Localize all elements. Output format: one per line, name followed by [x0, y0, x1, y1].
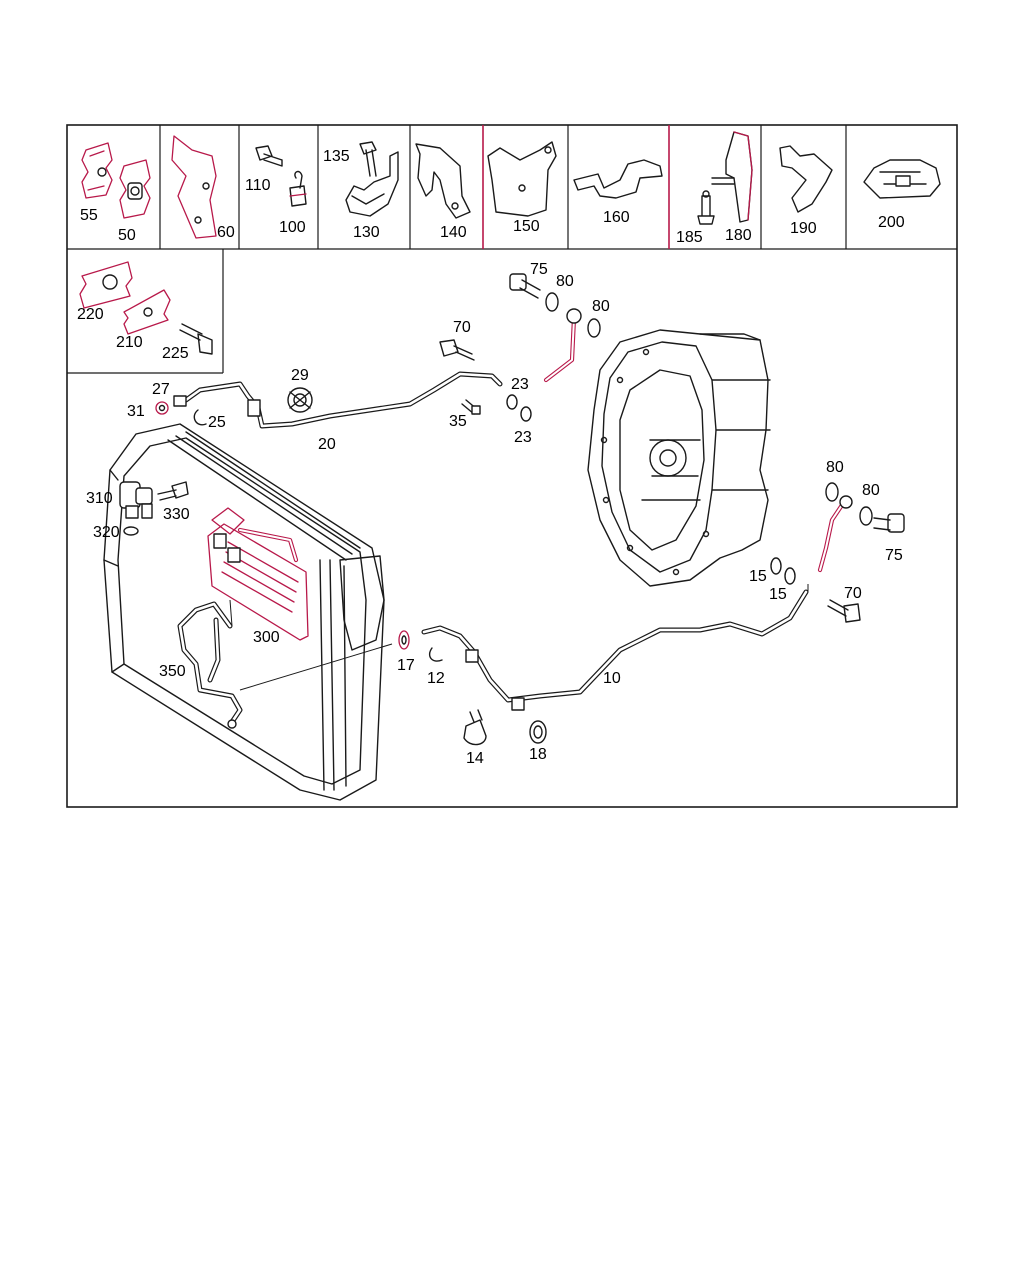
- right-return-pipe: [817, 495, 853, 573]
- part-80-seal-upper-b: [587, 318, 601, 338]
- label-23-b: 23: [514, 429, 532, 446]
- part-190-bracket: [779, 145, 833, 213]
- label-70-upper: 70: [453, 319, 471, 336]
- label-225: 225: [162, 345, 189, 362]
- label-25: 25: [208, 414, 226, 431]
- label-140: 140: [440, 224, 467, 241]
- label-330: 330: [163, 506, 190, 523]
- label-110: 110: [245, 177, 271, 194]
- part-320-seal: [123, 526, 139, 536]
- part-80-seal-upper-a: [545, 292, 559, 312]
- transmission-housing: [587, 329, 771, 587]
- label-80-upper-a: 80: [556, 273, 574, 290]
- label-55: 55: [80, 207, 98, 224]
- part-70-bolt-right: [827, 599, 861, 623]
- label-10: 10: [603, 670, 621, 687]
- part-27-fitting: [173, 395, 187, 407]
- label-14: 14: [466, 750, 484, 767]
- part-225-bolt: [179, 323, 213, 355]
- label-70-right: 70: [844, 585, 862, 602]
- label-210: 210: [116, 334, 143, 351]
- part-35-bolt: [461, 399, 481, 415]
- part-20-pipe: [183, 371, 503, 429]
- label-80-right-a: 80: [826, 459, 844, 476]
- label-150: 150: [513, 218, 540, 235]
- part-150-bracket: [487, 141, 557, 217]
- part-17-seal: [398, 630, 410, 650]
- part-300-oil-cooler: [207, 507, 309, 641]
- label-320: 320: [93, 524, 120, 541]
- radiator: [103, 423, 385, 801]
- label-160: 160: [603, 209, 630, 226]
- part-50-clamp: [119, 159, 151, 219]
- part-55-clamp: [81, 142, 113, 199]
- label-12: 12: [427, 670, 445, 687]
- label-17: 17: [397, 657, 415, 674]
- label-130: 130: [353, 224, 380, 241]
- label-27: 27: [152, 381, 170, 398]
- part-75-banjo-bolt-upper: [509, 273, 541, 299]
- part-100-clip: [289, 170, 307, 207]
- label-20: 20: [318, 436, 336, 453]
- part-180-bracket: [711, 131, 753, 223]
- part-200-mount: [863, 159, 941, 199]
- part-10-pipe: [421, 589, 809, 711]
- label-29: 29: [291, 367, 309, 384]
- part-80-seal-right-b: [859, 506, 873, 526]
- part-18-grommet: [529, 720, 547, 744]
- part-135-bolt: [359, 141, 377, 177]
- label-50: 50: [118, 227, 136, 244]
- label-350: 350: [159, 663, 186, 680]
- label-220: 220: [77, 306, 104, 323]
- label-80-right-b: 80: [862, 482, 880, 499]
- label-15-a: 15: [749, 568, 767, 585]
- part-330-bolt: [157, 481, 189, 501]
- part-110-bolt: [255, 145, 283, 167]
- part-210-clamp: [123, 289, 171, 335]
- part-31-seal: [155, 401, 169, 415]
- label-100: 100: [279, 219, 306, 236]
- diagram-frame: [66, 124, 958, 808]
- label-135: 135: [323, 148, 350, 165]
- label-60: 60: [217, 224, 235, 241]
- label-35: 35: [449, 413, 467, 430]
- part-14-clamp: [463, 709, 487, 746]
- part-350-pipe: [177, 601, 243, 729]
- part-23-seals: [506, 394, 532, 422]
- header-labels: 55 50 60 110 100 135 130 140 150 160 185…: [80, 148, 905, 246]
- label-180: 180: [725, 227, 752, 244]
- label-80-upper-b: 80: [592, 298, 610, 315]
- label-300: 300: [253, 629, 280, 646]
- upper-return-pipe: [543, 308, 582, 383]
- part-310-connector: [119, 481, 153, 519]
- label-15-b: 15: [769, 586, 787, 603]
- part-29-grommet: [287, 387, 313, 413]
- part-15-seals: [770, 557, 796, 585]
- main-labels: 75 80 80 70 23 23 35 29 27 31 25 20 310 …: [86, 261, 903, 767]
- label-18: 18: [529, 746, 547, 763]
- part-75-banjo-bolt-right: [873, 513, 905, 533]
- label-75-upper: 75: [530, 261, 548, 278]
- sub-labels: 220 210 225: [77, 306, 189, 362]
- part-185-bolt: [697, 190, 715, 225]
- label-75-right: 75: [885, 547, 903, 564]
- part-130-bracket: [345, 151, 399, 217]
- label-310: 310: [86, 490, 113, 507]
- label-190: 190: [790, 220, 817, 237]
- label-31: 31: [127, 403, 145, 420]
- part-25-clip: [193, 409, 207, 426]
- part-160-bracket: [573, 159, 663, 199]
- part-80-seal-right-a: [825, 482, 839, 502]
- leader-lines: [229, 584, 809, 691]
- label-23-a: 23: [511, 376, 529, 393]
- label-200: 200: [878, 214, 905, 231]
- part-60-bracket: [171, 135, 217, 239]
- part-70-bolt-upper: [439, 339, 475, 361]
- part-220-clamp: [79, 261, 133, 309]
- label-185: 185: [676, 229, 703, 246]
- part-140-bracket: [415, 143, 471, 219]
- part-12-clip: [428, 647, 443, 662]
